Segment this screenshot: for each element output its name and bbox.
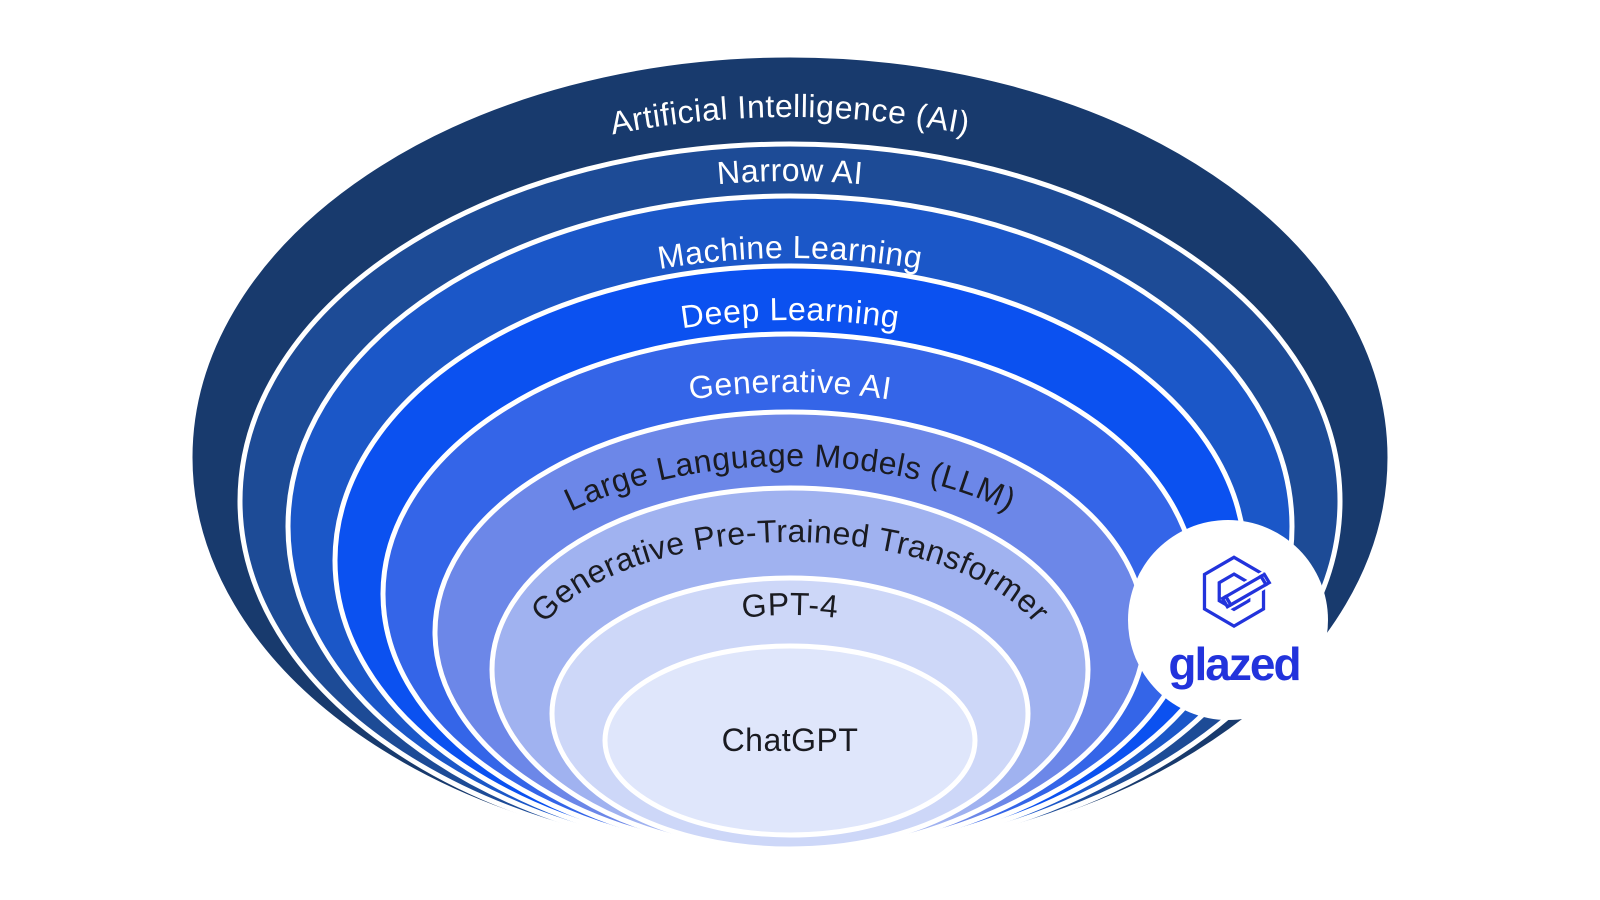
- ring-label-gpt-4: GPT-4: [740, 586, 840, 625]
- ring-ellipse-chatgpt: [602, 643, 978, 838]
- brand-badge: glazed: [1128, 520, 1328, 720]
- ring-label-chatgpt: ChatGPT: [722, 722, 859, 758]
- glazed-logo-icon: [1202, 555, 1272, 629]
- ring-label-narrow-ai: Narrow AI: [716, 152, 865, 191]
- logo-bar-end-right: [1258, 572, 1272, 587]
- rings-group: [187, 52, 1393, 863]
- logo-bar-end-left: [1220, 594, 1233, 609]
- brand-wordmark: glazed: [1168, 638, 1299, 690]
